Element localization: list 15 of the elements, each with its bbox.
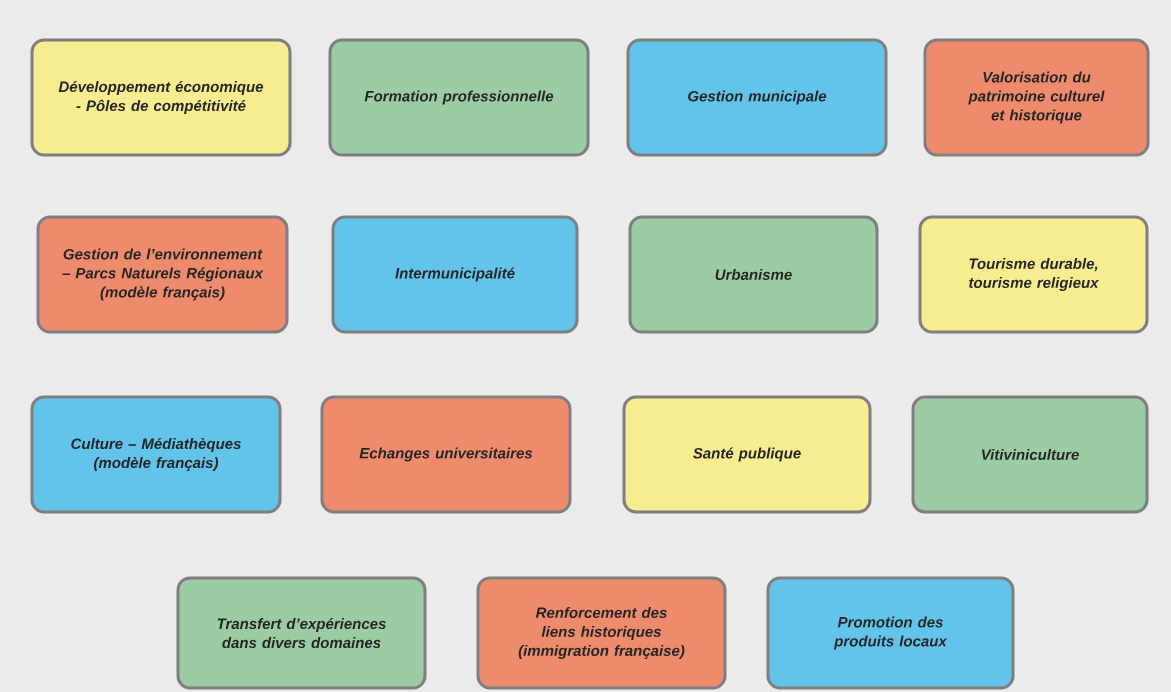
- topic-box: Echanges universitaires: [320, 395, 572, 514]
- topic-box: Vitiviniculture: [911, 395, 1149, 514]
- topic-box: Urbanisme: [628, 215, 879, 334]
- topic-box: Gestion de l’environnement – Parcs Naturels Régionaux (modèle français): [36, 215, 289, 334]
- topic-box: Intermunicipalité: [331, 215, 579, 334]
- topic-box: Gestion municipale: [626, 38, 888, 157]
- topic-box: Transfert d’expériences dans divers domaines: [176, 576, 427, 690]
- topic-box: Valorisation du patrimoine culturel et historique: [923, 38, 1150, 157]
- topic-box: Promotion des produits locaux: [766, 576, 1015, 690]
- topic-box: Culture – Médiathèques (modèle français): [30, 395, 282, 514]
- topic-box: Renforcement des liens historiques (immigration française): [476, 576, 727, 690]
- topic-box: Formation professionnelle: [328, 38, 590, 157]
- topic-box: Développement économique - Pôles de compétitivité: [30, 38, 292, 157]
- topic-box: Tourisme durable, tourisme religieux: [918, 215, 1149, 334]
- topic-box: Santé publique: [622, 395, 872, 514]
